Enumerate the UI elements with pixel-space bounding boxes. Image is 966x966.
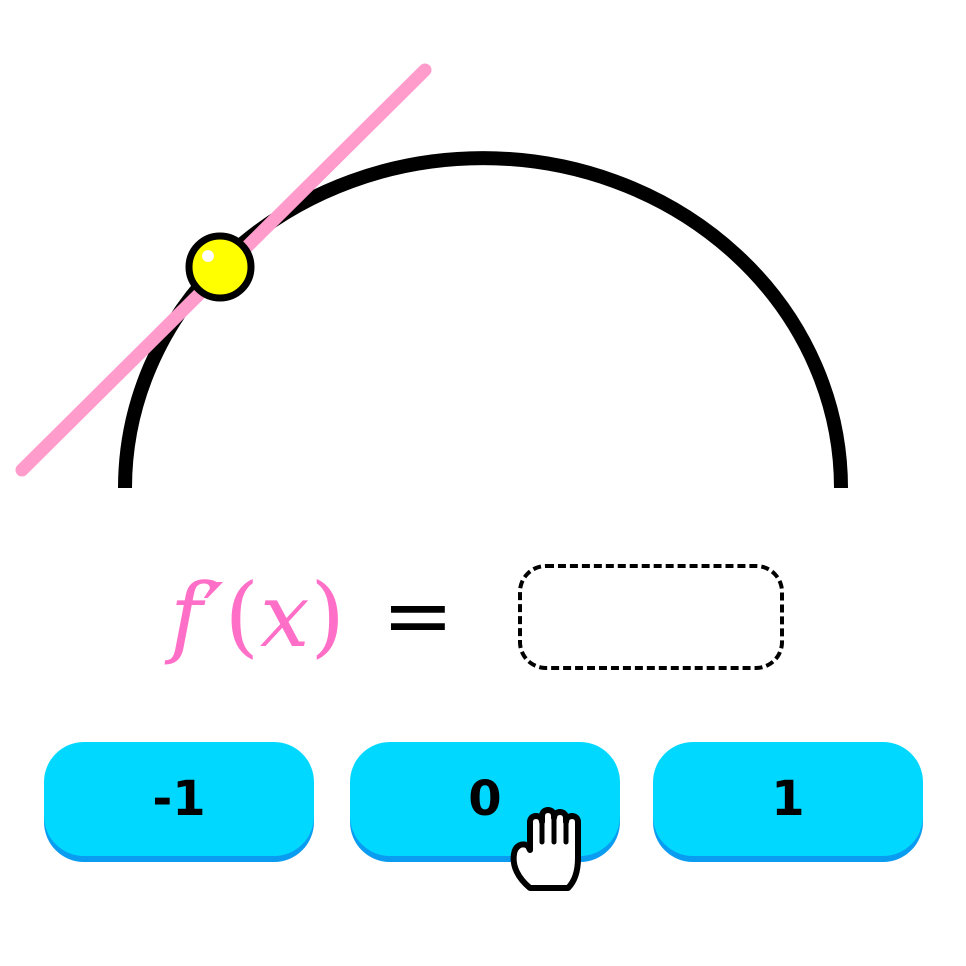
choice-button-one[interactable]: 1 [653,742,923,856]
choice-label: 1 [771,771,805,827]
variable: x [259,564,311,667]
choice-label: 0 [468,771,502,827]
equation: f′(x) = [170,556,454,676]
choice-button-minus-one[interactable]: -1 [44,742,314,856]
equals-sign: = [381,566,454,666]
curve [118,151,848,489]
function-expression: f′(x) [170,572,346,660]
open-paren: ( [224,564,260,667]
function-name: f′ [170,564,225,667]
choice-label: -1 [152,771,206,827]
choice-button-zero[interactable]: 0 [350,742,620,856]
point-handle[interactable] [185,232,255,302]
close-paren: ) [310,564,346,667]
answer-drop-slot[interactable] [518,564,784,670]
